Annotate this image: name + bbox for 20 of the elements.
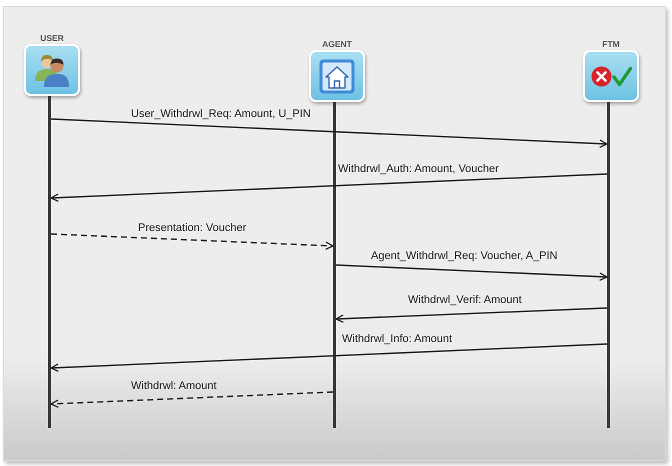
edge-label: Withdrwl_Auth: Amount, Voucher <box>338 162 499 176</box>
lifeline <box>607 102 610 428</box>
edge-label: User_Withdrwl_Req: Amount, U_PIN <box>131 108 311 120</box>
arrow <box>50 118 608 148</box>
participant-label: FTM <box>602 39 620 49</box>
edge-label: Agent_Withdrwl_Req: Voucher, A_PIN <box>371 250 558 262</box>
arrow <box>335 307 608 323</box>
lifeline <box>48 96 51 428</box>
edge-label: Withdrwl_Verif: Amount <box>408 294 522 306</box>
participant-label: USER <box>40 33 64 43</box>
participant-label: AGENT <box>322 39 352 49</box>
dashed-arrow <box>50 391 334 408</box>
edge-label: Withdrwl_Info: Amount <box>342 332 452 346</box>
edge-label: Withdrwl: Amount <box>131 380 217 392</box>
arrow <box>50 343 608 372</box>
arrow <box>336 264 608 281</box>
lifeline <box>333 102 336 428</box>
edge-label: Presentation: Voucher <box>138 222 246 234</box>
arrow <box>50 173 608 202</box>
dashed-arrow <box>50 233 334 250</box>
